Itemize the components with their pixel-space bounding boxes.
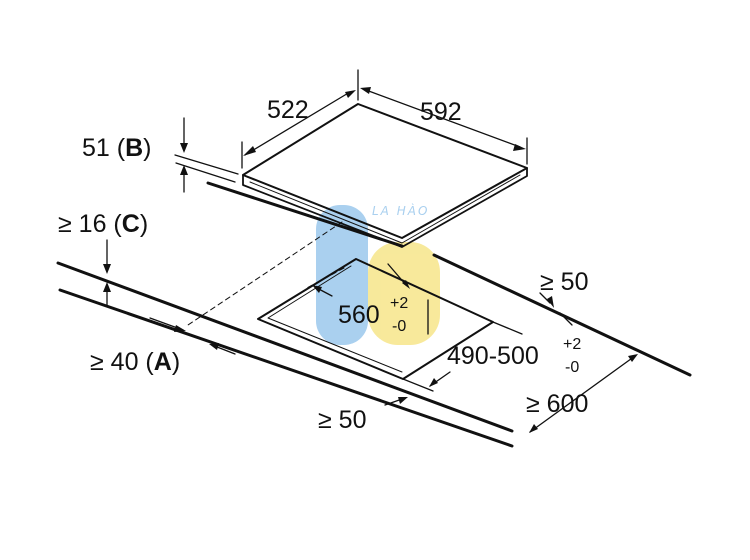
label-worktop-thickness: ≥ 16 (C) [58, 210, 148, 238]
worktop-bottom-front-edge [58, 288, 514, 448]
arrowhead-522-left [243, 146, 256, 156]
worktop-top-front-edge [56, 261, 514, 433]
label-front-distance: ≥ 40 (A) [90, 348, 180, 376]
dim-ext-490-bottom [402, 378, 434, 392]
cutout-inner-edge [267, 265, 403, 373]
watermark-text: LA HÀO [372, 203, 429, 218]
dim-line-50-back [539, 292, 551, 304]
arrowhead-560-right [402, 280, 410, 289]
dim-line-522 [244, 91, 351, 156]
arrowhead-560-left [312, 285, 322, 293]
dim-line-560-right [387, 263, 407, 286]
label-side-distance: ≥ 50 [318, 406, 366, 434]
dim-ext-51-bottom [175, 162, 236, 183]
dashed-guide-cutout [304, 267, 345, 290]
label-hob-thickness: 51 (B) [82, 134, 151, 162]
worktop-back-edge [206, 181, 404, 248]
dim-line-592 [365, 89, 521, 148]
arrowhead-40-right [209, 343, 219, 350]
label-cutout-depth: 490-500 [447, 342, 539, 370]
arrowhead-40-left [174, 325, 186, 332]
dim-ext-490-top [492, 321, 523, 335]
label-back-distance: ≥ 50 [540, 268, 588, 296]
label-cutout-depth-tol-plus: +2 [563, 336, 581, 353]
dim-line-50-back-lower [559, 312, 573, 326]
arrowhead-522-right [345, 90, 356, 98]
watermark-yellow-shape [368, 242, 440, 345]
watermark-blue-shape [316, 205, 368, 345]
arrowhead-490-bottom [429, 378, 438, 387]
arrowhead-592-right [513, 144, 526, 151]
arrowhead-600-bottom [529, 424, 538, 433]
arrowhead-50-back [547, 296, 554, 308]
arrowheads [103, 87, 638, 433]
hob-front-inner-edge [249, 174, 521, 244]
arrowhead-16-top [103, 264, 111, 274]
watermark-logo: LA HÀO [316, 203, 440, 345]
dim-line-600 [529, 355, 636, 433]
label-worktop-depth: ≥ 600 [526, 390, 588, 418]
label-top-width: 592 [420, 98, 462, 126]
arrowhead-16-bottom [103, 282, 111, 292]
arrowhead-51-top [180, 143, 188, 153]
label-cutout-depth-tol-minus: -0 [565, 359, 579, 376]
arrowhead-50-side [398, 397, 408, 404]
label-top-depth: 522 [267, 96, 309, 124]
arrowhead-592-left [360, 87, 371, 94]
arrowhead-51-bottom [180, 165, 188, 175]
arrowhead-600-top [628, 354, 638, 362]
dim-ext-51-top [174, 154, 239, 175]
dashed-guide-hob-to-worktop [184, 221, 343, 328]
hob-top-outline [242, 103, 528, 239]
label-cutout-width-tol-plus: +2 [390, 295, 408, 312]
label-cutout-width-tol-minus: -0 [392, 318, 406, 335]
label-cutout-width: 560 [338, 301, 380, 329]
